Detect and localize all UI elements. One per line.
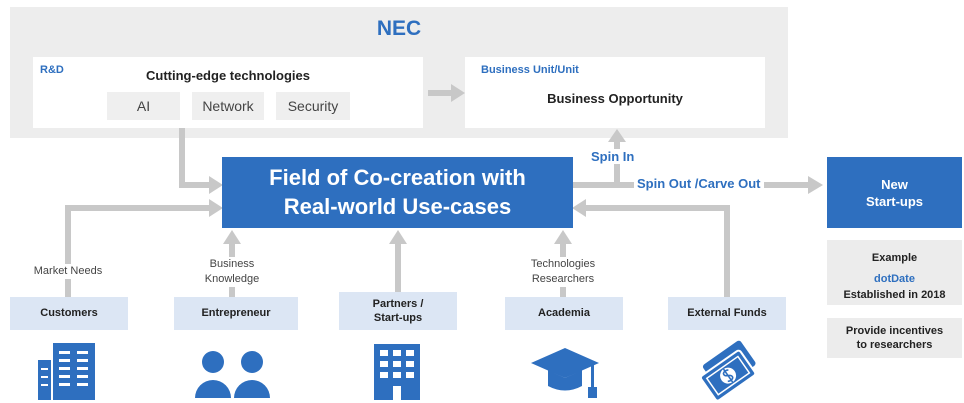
center-line-2: Real-world Use-cases xyxy=(283,194,512,219)
graduation-cap-icon xyxy=(531,348,599,398)
business-unit-box xyxy=(465,57,765,128)
company-building-icon xyxy=(374,344,420,400)
example-heading: Example xyxy=(871,252,918,264)
stakeholder-customers: Customers xyxy=(10,297,128,330)
arrowhead xyxy=(209,199,223,217)
example-name: dotDate xyxy=(874,273,915,285)
incentives-box: Provide incentives to researchers xyxy=(827,318,962,358)
incentives-line-2: to researchers xyxy=(856,339,933,351)
technologies-researchers-label: Technologies Researchers xyxy=(524,257,602,287)
arrowhead xyxy=(608,129,626,142)
business-knowledge-line-1: Business xyxy=(209,258,255,270)
chip-security: Security xyxy=(276,92,350,120)
center-line-1: Field of Co-creation with xyxy=(269,165,526,190)
stakeholder-label: External Funds xyxy=(687,307,767,319)
rd-label: R&D xyxy=(40,64,64,76)
arrowhead xyxy=(209,176,223,194)
new-startups-line-1: New xyxy=(881,177,908,192)
rd-to-field-arrow xyxy=(179,128,210,188)
arrowhead xyxy=(554,230,572,244)
business-unit-label: Business Unit/Unit xyxy=(481,64,579,76)
new-startups-line-2: Start-ups xyxy=(865,194,924,209)
funds-arrow xyxy=(585,205,730,297)
co-creation-field-box: Field of Co-creation with Real-world Use… xyxy=(222,157,573,228)
office-building-icon xyxy=(38,343,95,400)
people-icon xyxy=(195,351,270,398)
stakeholder-label: Entrepreneur xyxy=(201,307,271,319)
stakeholder-label-line-2: Start-ups xyxy=(373,312,423,324)
business-knowledge-line-2: Knowledge xyxy=(204,273,260,285)
money-icon xyxy=(699,340,757,402)
stakeholder-label: Customers xyxy=(40,307,98,319)
market-needs-label: Market Needs xyxy=(30,264,106,279)
new-startups-box: New Start-ups xyxy=(827,157,962,228)
researchers-line: Researchers xyxy=(531,273,595,285)
chip-network: Network xyxy=(192,92,264,120)
spin-in-label: Spin In xyxy=(589,149,637,164)
business-knowledge-label: Business Knowledge xyxy=(200,257,264,287)
arrowhead xyxy=(572,199,586,217)
example-box: Example dotDate Established in 2018 xyxy=(827,240,962,305)
arrowhead xyxy=(389,230,407,244)
stakeholder-academia: Academia xyxy=(505,297,623,330)
stakeholder-entrepreneur: Entrepreneur xyxy=(174,297,298,330)
arrowhead xyxy=(451,84,465,102)
stakeholder-label-line-1: Partners / xyxy=(372,298,424,310)
stakeholder-partners: Partners / Start-ups xyxy=(339,292,457,330)
chip-ai: AI xyxy=(107,92,180,120)
incentives-line-1: Provide incentives xyxy=(845,325,944,337)
stakeholder-label: Academia xyxy=(538,307,590,319)
rd-heading: Cutting-edge technologies xyxy=(146,68,310,83)
arrowhead xyxy=(808,176,823,194)
technologies-line: Technologies xyxy=(530,258,596,270)
example-established: Established in 2018 xyxy=(843,289,946,301)
nec-title: NEC xyxy=(376,17,422,40)
stakeholder-external-funds: External Funds xyxy=(668,297,786,330)
business-opportunity-heading: Business Opportunity xyxy=(547,91,683,106)
spin-out-label: Spin Out /Carve Out xyxy=(634,176,764,191)
arrowhead xyxy=(223,230,241,244)
market-needs-text: Market Needs xyxy=(33,265,103,277)
